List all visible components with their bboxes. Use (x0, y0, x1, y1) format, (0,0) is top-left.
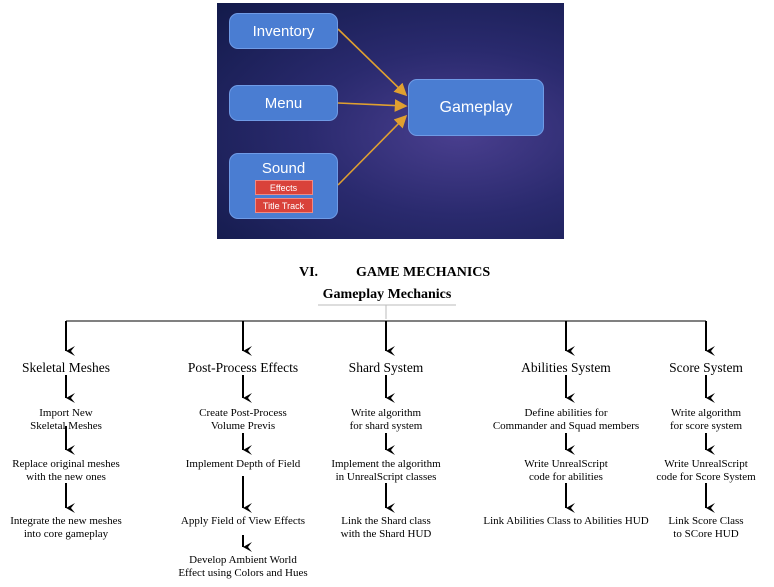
gameplay-label: Gameplay (439, 98, 513, 116)
inventory-box: Inventory (229, 13, 338, 49)
sound-box: Sound Effects Title Track (229, 153, 338, 219)
tree-root-title: Gameplay Mechanics (322, 287, 452, 302)
flow-arrows (337, 28, 408, 186)
menu-box: Menu (229, 85, 338, 121)
effects-tag: Effects (254, 180, 313, 195)
post-process-effects-step-2: Implement Depth of Field (185, 458, 301, 470)
score-system-heading: Score System (669, 360, 743, 375)
abilities-system-step-3: Link Abilities Class to Abilities HUD (483, 515, 649, 527)
skeletal-meshes-heading: Skeletal Meshes (21, 360, 111, 375)
abilities-system-heading: Abilities System (521, 360, 611, 375)
flow-diagram-panel: Inventory Menu Sound Effects Title Track… (217, 3, 564, 239)
arrow-sound-to-gameplay (337, 114, 408, 186)
arrow-inventory-to-gameplay (337, 28, 408, 97)
arrow-menu-to-gameplay (337, 99, 408, 112)
gameplay-box: Gameplay (408, 79, 544, 136)
title-track-tag: Title Track (254, 198, 313, 213)
section-number: VI. (299, 265, 319, 280)
section-title: GAME MECHANICS (356, 265, 491, 280)
menu-label: Menu (264, 94, 303, 112)
sound-label: Sound (261, 160, 306, 177)
inventory-label: Inventory (252, 22, 315, 40)
post-process-effects-step-3: Apply Field of View Effects (180, 515, 306, 527)
post-process-effects-heading: Post-Process Effects (187, 360, 299, 375)
shard-system-heading: Shard System (348, 360, 424, 375)
